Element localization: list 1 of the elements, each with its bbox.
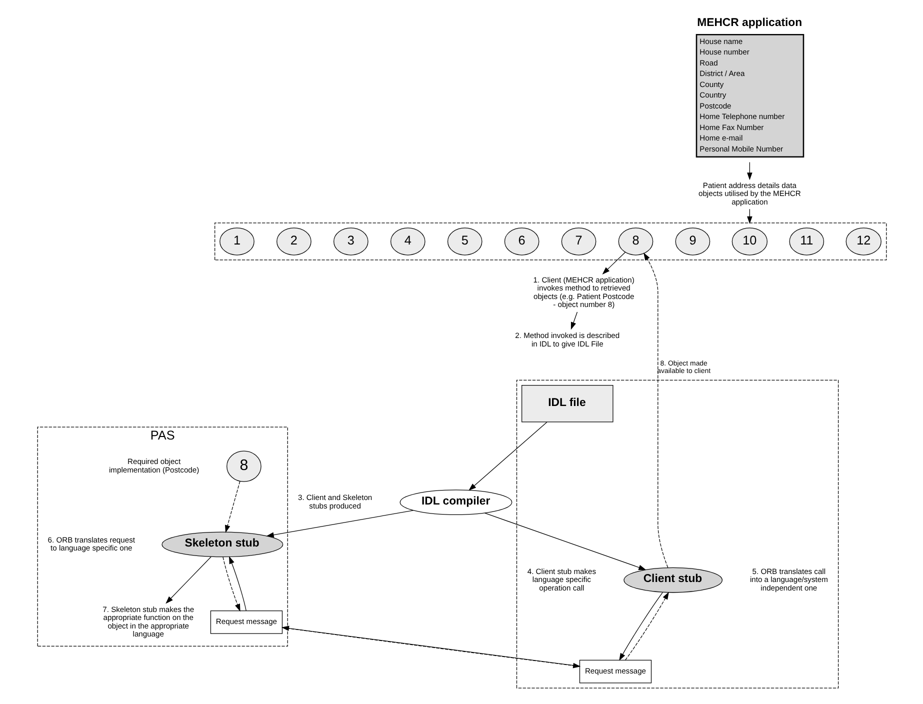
node-label: MEHCR application: [696, 17, 802, 30]
